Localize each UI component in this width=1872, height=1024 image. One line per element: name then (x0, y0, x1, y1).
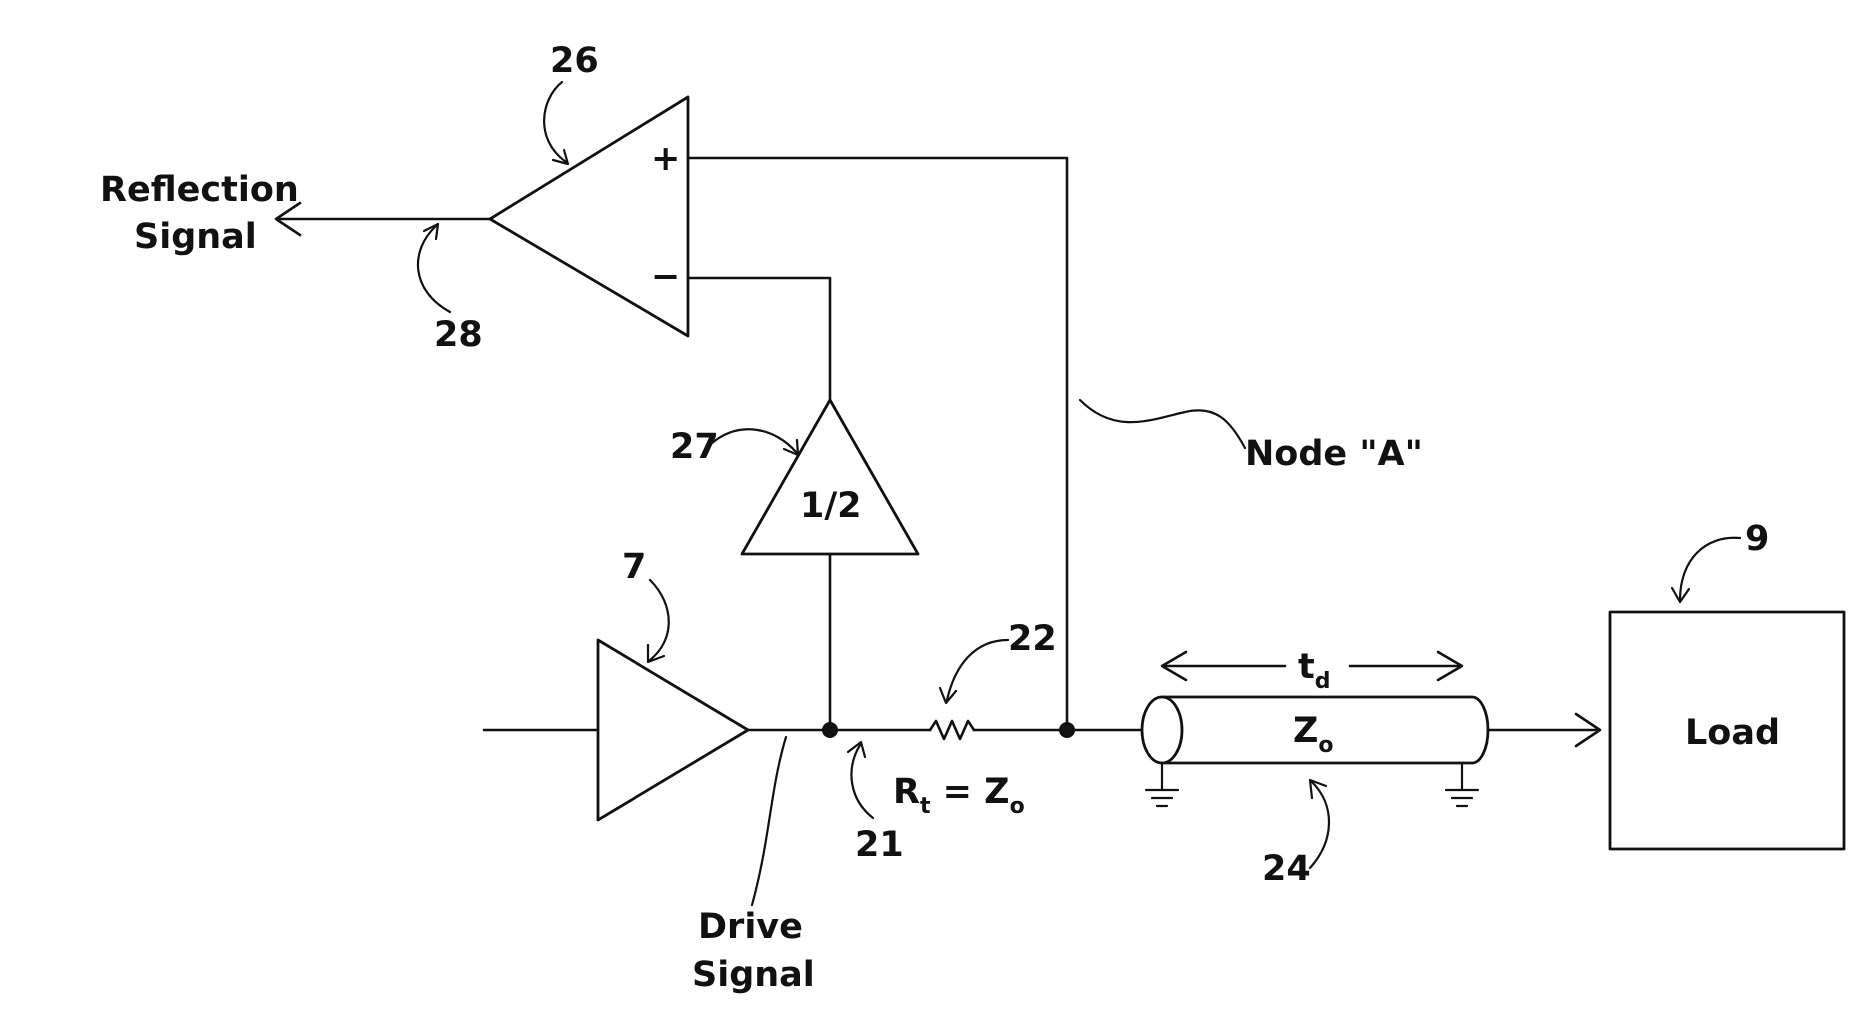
minus-input-label: − (651, 257, 680, 297)
node-a-dot (1059, 722, 1075, 738)
node-a-leader (1080, 400, 1245, 448)
half-gain-buffer-27 (742, 400, 918, 554)
ref-26: 26 (550, 41, 599, 81)
rt-equals-zo-label: Rt = Zo (893, 772, 1025, 819)
transmission-line-end (1142, 697, 1182, 763)
ground-symbol-right (1446, 763, 1478, 806)
load-label: Load (1685, 713, 1780, 753)
termination-resistor-22 (930, 721, 974, 739)
ref-28: 28 (434, 315, 483, 355)
comparator-amplifier-26 (490, 97, 688, 336)
drive-signal-label-line1: Drive (698, 907, 803, 947)
reflection-signal-label-line2: Signal (134, 217, 257, 257)
minus-input-wire (688, 278, 830, 400)
ref-22: 22 (1008, 619, 1057, 659)
plus-input-label: + (651, 139, 680, 179)
ref-9: 9 (1745, 519, 1769, 559)
reflection-signal-label-line1: Reflection (100, 170, 299, 210)
ref-28-leader (418, 226, 450, 312)
ref-24: 24 (1262, 849, 1311, 889)
driver-amplifier-7 (598, 640, 748, 820)
ref-27: 27 (670, 427, 719, 467)
ref-21-leader (851, 745, 873, 818)
half-gain-label: 1/2 (800, 486, 862, 526)
ref-21: 21 (855, 825, 904, 865)
td-label: td (1298, 647, 1330, 694)
drive-signal-label-line2: Signal (692, 955, 815, 995)
ref-7-leader (650, 580, 669, 660)
node-21-dot (822, 722, 838, 738)
node-a-label: Node "A" (1245, 434, 1423, 474)
drive-signal-leader (752, 737, 786, 905)
ref-7: 7 (622, 547, 646, 587)
ground-symbol-left (1146, 763, 1178, 806)
ref-24-leader (1310, 782, 1329, 868)
ref-26-leader (544, 82, 566, 162)
